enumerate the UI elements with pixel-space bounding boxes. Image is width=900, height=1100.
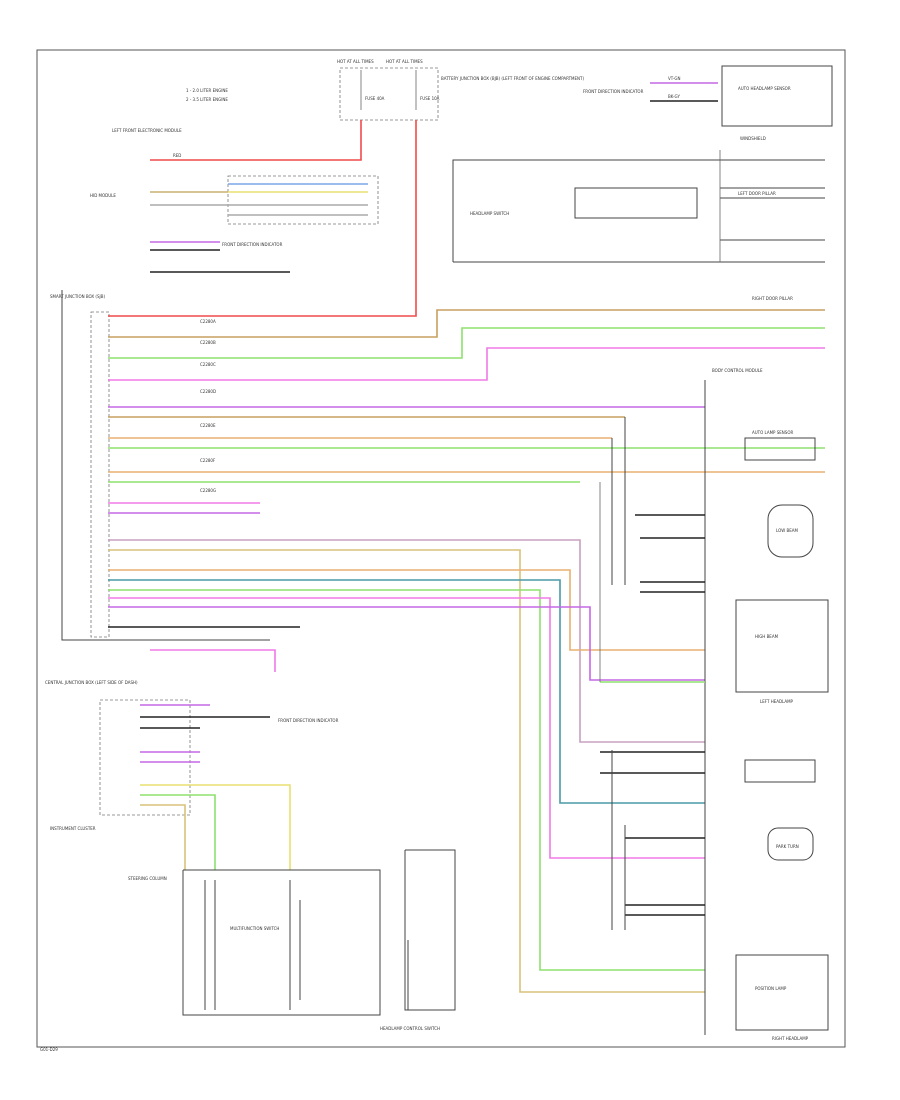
svg-text:BK-GY: BK-GY [668, 94, 680, 99]
svg-text:POSITION LAMP: POSITION LAMP [755, 986, 787, 991]
svg-text:AUTO LAMP SENSOR: AUTO LAMP SENSOR [752, 430, 793, 435]
svg-text:CENTRAL JUNCTION BOX (LEFT SID: CENTRAL JUNCTION BOX (LEFT SIDE OF DASH) [45, 680, 138, 685]
svg-text:C2280B: C2280B [200, 340, 216, 345]
auto-headlamp-sensor: FRONT DIRECTION INDICATOR VT-GN BK-GY AU… [583, 65, 833, 141]
svg-text:BODY CONTROL MODULE: BODY CONTROL MODULE [712, 368, 763, 373]
svg-text:RED: RED [173, 153, 181, 158]
svg-text:HEADLAMP SWITCH: HEADLAMP SWITCH [470, 211, 509, 216]
svg-text:BATTERY JUNCTION BOX (BJB) (LE: BATTERY JUNCTION BOX (BJB) (LEFT FRONT O… [441, 76, 584, 81]
svg-text:FUSE 40A: FUSE 40A [365, 96, 385, 101]
svg-text:C2280A: C2280A [200, 319, 216, 324]
svg-text:HEADLAMP CONTROL SWITCH: HEADLAMP CONTROL SWITCH [380, 1026, 440, 1031]
headlamp-switch: HEADLAMP SWITCH LEFT DOOR PILLAR [452, 150, 825, 263]
svg-text:C2280C: C2280C [200, 362, 216, 367]
svg-text:FRONT DIRECTION INDICATOR: FRONT DIRECTION INDICATOR [583, 89, 644, 94]
svg-text:RIGHT HEADLAMP: RIGHT HEADLAMP [772, 1036, 809, 1041]
svg-text:PARK TURN: PARK TURN [776, 844, 799, 849]
hid-module: HID MODULE FRONT DIRECTION INDICATOR [90, 175, 379, 273]
svg-text:C2280F: C2280F [200, 458, 216, 463]
sjb-wires [108, 309, 825, 993]
svg-text:MULTIFUNCTION SWITCH: MULTIFUNCTION SWITCH [230, 926, 279, 931]
svg-text:LEFT DOOR PILLAR: LEFT DOOR PILLAR [738, 191, 776, 196]
svg-text:FUSE 10A: FUSE 10A [420, 96, 440, 101]
svg-text:SMART JUNCTION BOX (SJB): SMART JUNCTION BOX (SJB) [50, 294, 105, 299]
svg-text:WINDSHIELD: WINDSHIELD [740, 136, 766, 141]
steering-column-switch: STEERING COLUMN MULTIFUNCTION SWITCH [128, 869, 381, 1016]
svg-text:HIGH BEAM: HIGH BEAM [755, 634, 779, 639]
legend-1: 1 - 2.0 LITER ENGINE [186, 88, 228, 93]
svg-text:C2280G: C2280G [200, 488, 216, 493]
sjb-pin-labels: C2280A C2280B C2280C C2280D C2280E C2280… [200, 319, 216, 493]
svg-text:AUTO HEADLAMP SENSOR: AUTO HEADLAMP SENSOR [738, 86, 791, 91]
svg-text:HID MODULE: HID MODULE [90, 193, 116, 198]
central-junction-box: CENTRAL JUNCTION BOX (LEFT SIDE OF DASH)… [45, 680, 339, 870]
svg-text:C2280E: C2280E [200, 423, 216, 428]
svg-text:VT-GN: VT-GN [668, 76, 681, 81]
smart-junction-box: SMART JUNCTION BOX (SJB) [50, 290, 270, 641]
svg-text:FRONT DIRECTION INDICATOR: FRONT DIRECTION INDICATOR [278, 718, 339, 723]
svg-text:LEFT FRONT ELECTRONIC MODULE: LEFT FRONT ELECTRONIC MODULE [112, 128, 182, 133]
svg-text:FRONT DIRECTION INDICATOR: FRONT DIRECTION INDICATOR [222, 242, 283, 247]
legend-2: 2 - 3.5 LITER ENGINE [186, 97, 228, 102]
right-lamp-assemblies: RIGHT DOOR PILLAR BODY CONTROL MODULE AU… [599, 296, 829, 1041]
headlamp-control-switch: HEADLAMP CONTROL SWITCH [380, 849, 456, 1031]
diagram-frame [36, 49, 846, 1048]
footer-code: G01-D29 [40, 1047, 58, 1052]
svg-text:RIGHT DOOR PILLAR: RIGHT DOOR PILLAR [752, 296, 793, 301]
battery-junction-box: HOT AT ALL TIMES HOT AT ALL TIMES BATTER… [337, 59, 584, 121]
svg-text:LOW BEAM: LOW BEAM [776, 528, 798, 533]
svg-text:LEFT HEADLAMP: LEFT HEADLAMP [760, 699, 794, 704]
svg-text:HOT AT ALL TIMES: HOT AT ALL TIMES [386, 59, 423, 64]
svg-text:HOT AT ALL TIMES: HOT AT ALL TIMES [337, 59, 374, 64]
svg-text:C2280D: C2280D [200, 389, 216, 394]
svg-text:STEERING COLUMN: STEERING COLUMN [128, 876, 167, 881]
svg-text:INSTRUMENT CLUSTER: INSTRUMENT CLUSTER [50, 826, 96, 831]
